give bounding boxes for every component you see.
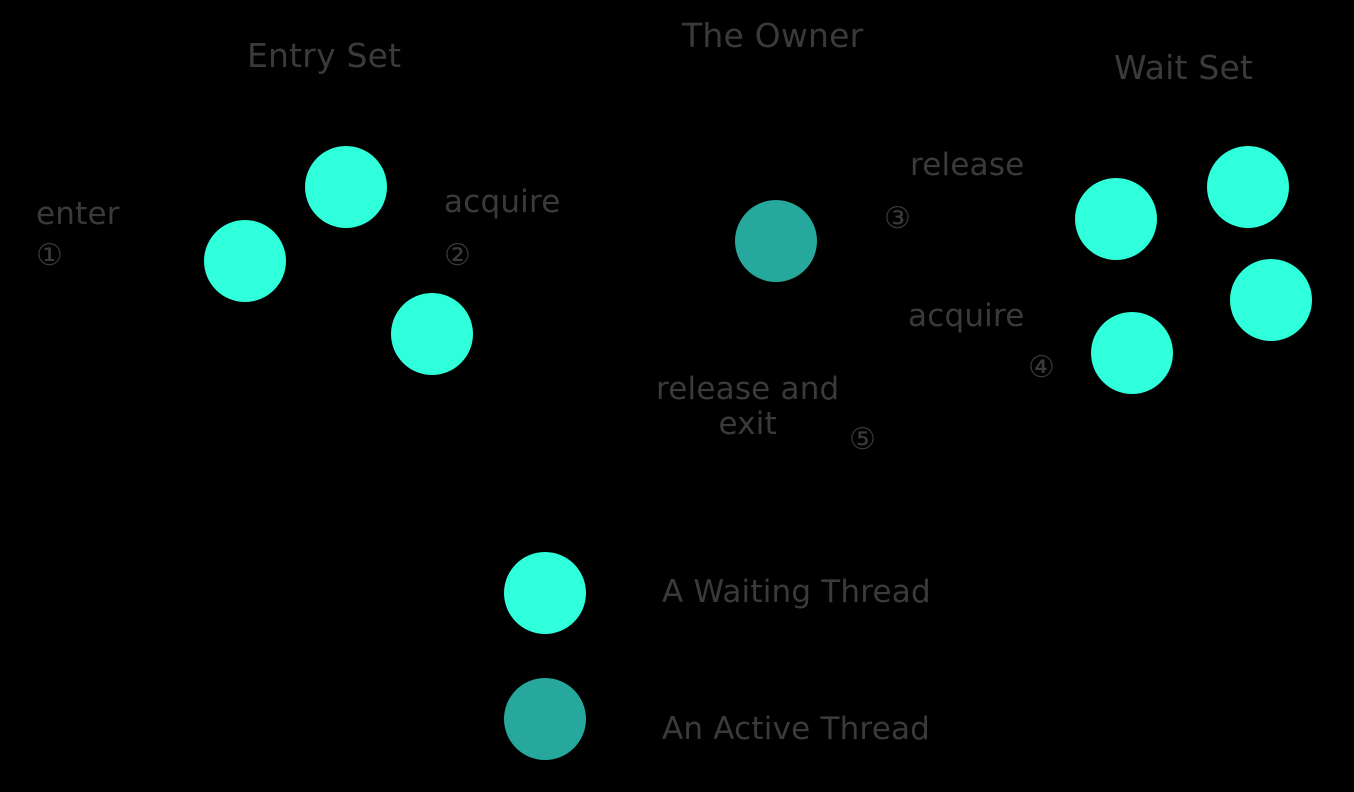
step-number-release-and-exit: ⑤ — [849, 422, 877, 457]
group-title-the-owner: The Owner — [682, 16, 864, 55]
thread-circle-wait-thread-4 — [1091, 312, 1173, 394]
step-label-release: release — [910, 147, 1025, 183]
step-label-enter: enter — [36, 196, 120, 232]
legend-swatch-waiting — [504, 552, 586, 634]
thread-circle-entry-thread-1 — [204, 220, 286, 302]
thread-circle-entry-thread-3 — [391, 293, 473, 375]
legend-label-active: An Active Thread — [662, 711, 931, 747]
step-number-acquire-entry: ② — [444, 238, 472, 273]
step-number-acquire-wait: ④ — [1028, 350, 1056, 385]
step-label-release-and-exit: release and exit — [656, 371, 840, 442]
step-label-acquire-entry: acquire — [444, 184, 561, 220]
step-number-enter: ① — [36, 238, 64, 273]
thread-circle-owner-thread — [735, 200, 817, 282]
thread-circle-wait-thread-3 — [1230, 259, 1312, 341]
legend-label-waiting: A Waiting Thread — [662, 574, 931, 610]
thread-circle-entry-thread-2 — [305, 146, 387, 228]
group-title-wait-set: Wait Set — [1114, 48, 1254, 87]
step-number-release: ③ — [884, 201, 912, 236]
thread-circle-wait-thread-1 — [1075, 178, 1157, 260]
thread-circle-wait-thread-2 — [1207, 146, 1289, 228]
group-title-entry-set: Entry Set — [247, 36, 402, 75]
step-label-acquire-wait: acquire — [908, 298, 1025, 334]
legend-swatch-active — [504, 678, 586, 760]
